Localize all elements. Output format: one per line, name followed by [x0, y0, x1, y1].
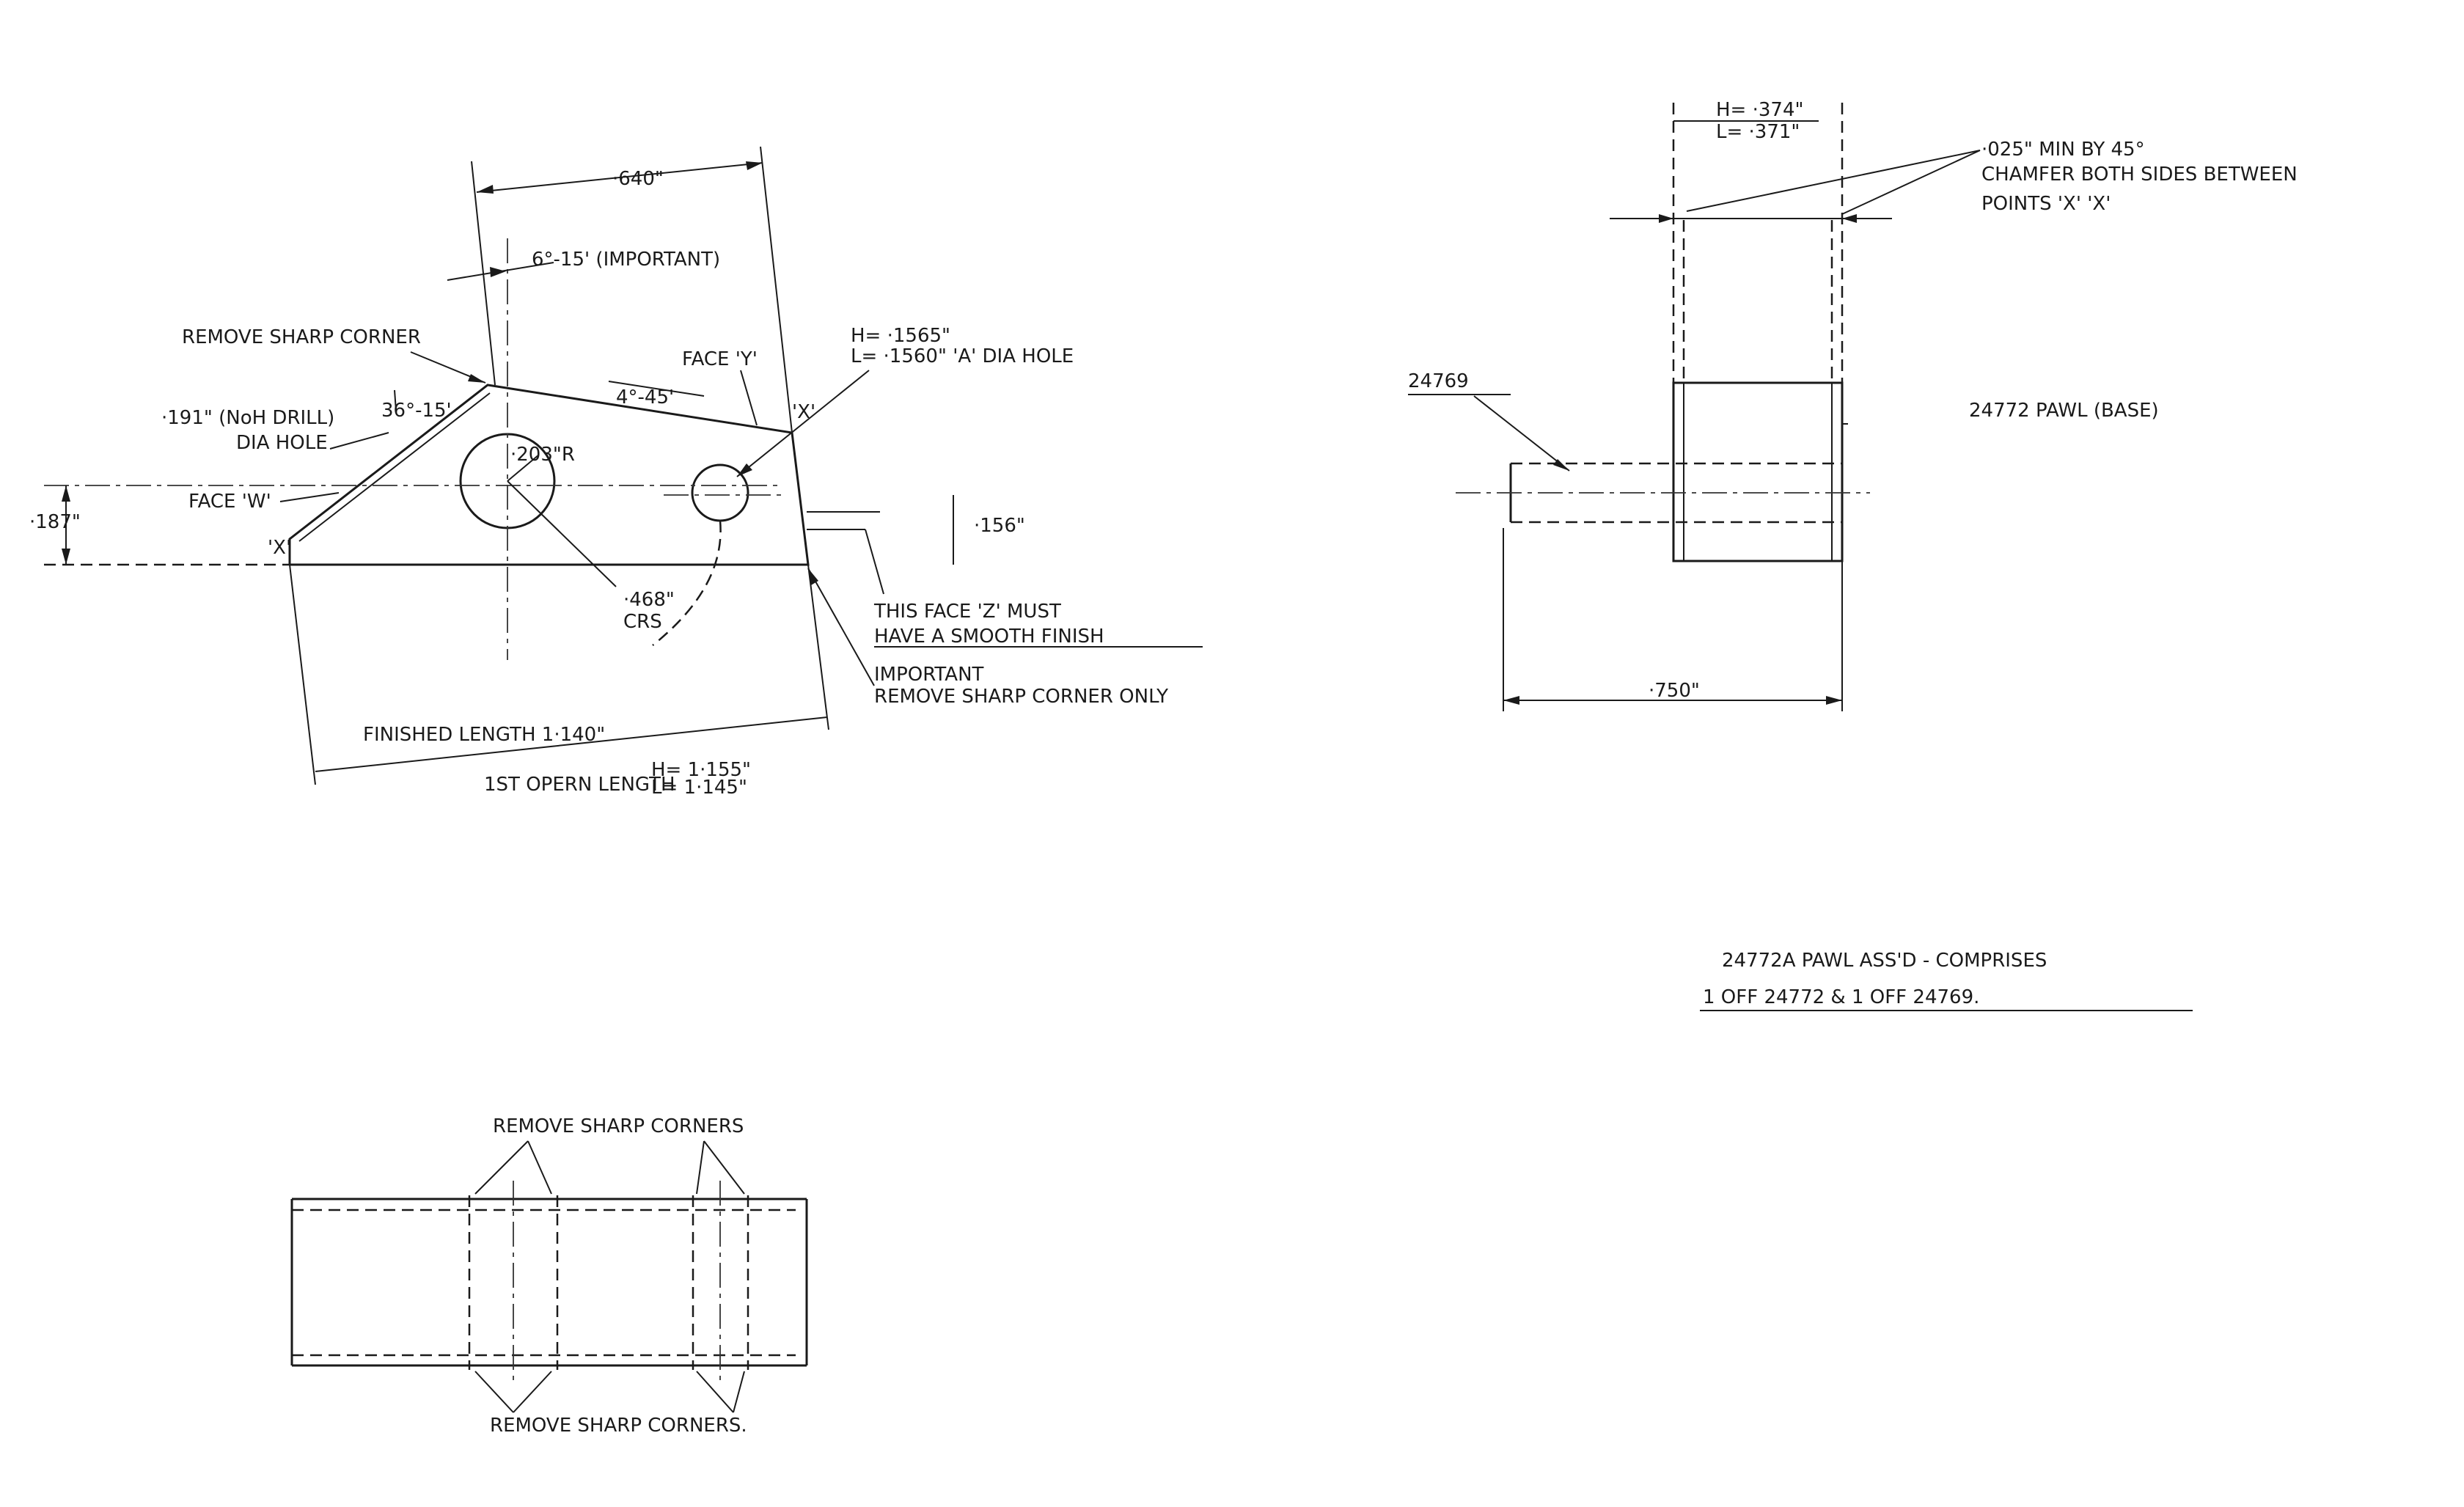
part-24772-label: 24772 PAWL (BASE) [1969, 400, 2159, 422]
arrow-head [1553, 459, 1569, 471]
leader-line [513, 1371, 552, 1413]
face-z-note-line1: THIS FACE 'Z' MUST [873, 601, 1061, 623]
chamfer-note-line1: ·025" MIN BY 45° [1981, 139, 2145, 161]
dim-l-label: L= ·371" [1716, 121, 1800, 143]
side-view: ·640" 6°-15' (IMPORTANT) REMOVE SHARP CO… [29, 146, 1203, 799]
leader-line [1473, 395, 1570, 472]
remove-sharp-corner-note: REMOVE SHARP CORNER [182, 326, 421, 348]
arrow-head [490, 267, 506, 277]
crs-label: CRS [623, 611, 662, 633]
leader-line [696, 1140, 705, 1195]
arrow-head [62, 549, 70, 565]
dim-156-label: ·156" [974, 515, 1025, 537]
end-view: H= ·374" L= ·371" ·025" MIN BY 45° CHAMF… [1408, 99, 2298, 711]
face-w-label: FACE 'W' [188, 491, 271, 513]
arrow-head [1826, 696, 1842, 705]
angle-4-45-label: 4°-45' [616, 386, 674, 408]
leader-line [733, 1371, 745, 1413]
dim-line-top [476, 162, 763, 193]
dim-top-width-label: ·640" [612, 168, 664, 190]
leader-line [736, 370, 870, 477]
plan-view: REMOVE SHARP CORNERS REMOVE SHARP CORNER… [290, 1115, 808, 1437]
leader-line [807, 568, 875, 686]
leader-line [279, 492, 340, 502]
finished-length-label: FINISHED LENGTH 1·140" [363, 724, 605, 746]
hole-a-tol-l: L= ·1560" 'A' DIA HOLE [851, 345, 1074, 367]
arrow-head [1659, 214, 1673, 223]
arrow-head [1503, 696, 1519, 705]
leader-line [696, 1371, 734, 1413]
radius-leader [507, 454, 540, 482]
leader-line [474, 1371, 514, 1413]
face-z-note-line2: HAVE A SMOOTH FINISH [874, 626, 1104, 648]
extension-line-left [471, 161, 496, 386]
hole-a-tol-h: H= ·1565" [851, 325, 950, 347]
leader-line [507, 480, 617, 587]
arrow-head [477, 185, 494, 194]
angle-important-label: 6°-15' (IMPORTANT) [532, 249, 720, 271]
pawl-outline [288, 384, 810, 566]
dim-arc [652, 520, 722, 646]
assembly-title-block: 24772A PAWL ASS'D - COMPRISES 1 OFF 2477… [1700, 950, 2193, 1011]
angle-arc [394, 389, 397, 411]
dim-468-label: ·468" [623, 589, 675, 611]
remove-corners-top-note: REMOVE SHARP CORNERS [493, 1115, 744, 1137]
first-oper-l: L= 1·145" [651, 777, 747, 799]
first-oper-length-label: 1ST OPERN LENGTH [484, 774, 675, 796]
dim-h-label: H= ·374" [1716, 99, 1803, 121]
angle-dim-line [608, 381, 705, 397]
assembly-title-line2: 1 OFF 24772 & 1 OFF 24769. [1703, 986, 1979, 1008]
leader-line [527, 1140, 552, 1195]
arrow-head [468, 374, 485, 383]
pawl-base-rect [1672, 381, 1844, 562]
chamfer-note-line2: CHAMFER BOTH SIDES BETWEEN [1981, 164, 2298, 186]
leader-line [865, 529, 884, 595]
remove-corners-bottom-note: REMOVE SHARP CORNERS. [490, 1415, 747, 1437]
dim-750-label: ·750" [1649, 680, 1700, 702]
arrow-head [1842, 214, 1857, 223]
finished-length-dim-line [315, 716, 828, 772]
angle-36-15-label: 36°-15' [381, 400, 452, 422]
extension-line [289, 564, 316, 785]
arrow-head [62, 485, 70, 502]
drill-note-line1: ·191" (NoH DRILL) [161, 407, 334, 429]
part-24769-label: 24769 [1408, 370, 1469, 392]
radius-label: ·203"R [510, 444, 575, 466]
drill-note-line2: DIA HOLE [236, 432, 328, 454]
arrow-head [737, 463, 752, 477]
important-label: IMPORTANT [874, 664, 984, 686]
arrow-head [746, 161, 763, 170]
leader-line [1841, 150, 1981, 215]
assembly-title-line1: 24772A PAWL ASS'D - COMPRISES [1722, 950, 2047, 972]
leader-line [1686, 150, 1981, 212]
leader-line [703, 1140, 745, 1195]
face-w-chamfer-line [298, 392, 491, 542]
mark-x-right: 'X' [792, 401, 815, 423]
chamfer-note-line3: POINTS 'X' 'X' [1981, 193, 2111, 215]
leader-line [740, 370, 758, 426]
dim-187-label: ·187" [29, 511, 81, 533]
remove-corner-only-note: REMOVE SHARP CORNER ONLY [874, 686, 1168, 708]
leader-line [474, 1140, 529, 1195]
extension-line [807, 564, 829, 730]
leader-line [329, 432, 389, 450]
face-y-label: FACE 'Y' [682, 348, 758, 370]
extension-line-right [760, 146, 793, 433]
first-oper-h: H= 1·155" [651, 759, 751, 781]
mark-x-left: 'X' [268, 537, 291, 559]
